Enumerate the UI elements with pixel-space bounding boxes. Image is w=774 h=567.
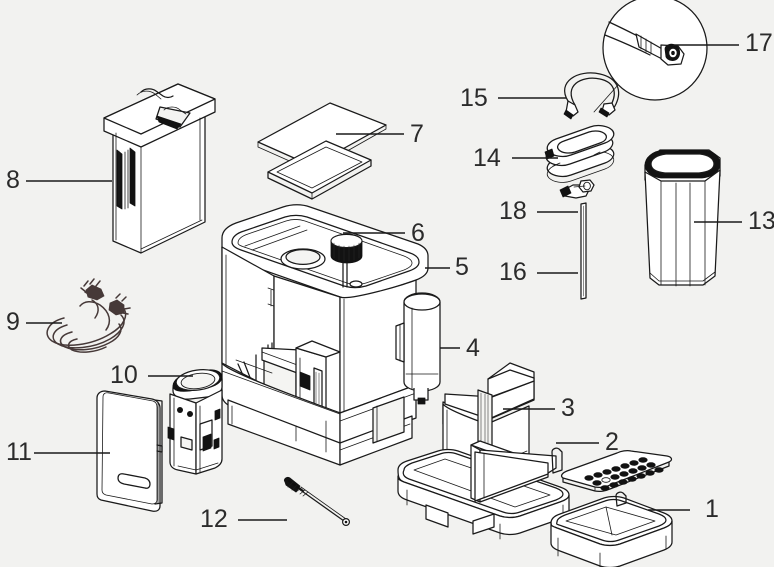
callout-number-14: 14 — [473, 144, 501, 172]
part-power-cord — [46, 278, 131, 353]
part-machine-main-body — [221, 204, 429, 466]
part-drip-tray-grid — [561, 449, 673, 493]
callout-number-8: 8 — [6, 166, 20, 194]
part-bean-hopper-lid — [257, 102, 387, 200]
part-water-hose — [563, 72, 620, 120]
part-brew-group-unit — [167, 369, 223, 475]
part-bean-hopper-container — [644, 149, 721, 287]
callout-number-3: 3 — [561, 394, 575, 422]
part-cleaning-brush — [284, 476, 351, 526]
callout-number-2: 2 — [605, 428, 619, 456]
part-drip-tray-container — [397, 440, 570, 540]
callout-number-7: 7 — [410, 120, 424, 148]
callout-number-11: 11 — [6, 438, 32, 466]
part-water-reservoir-tank — [103, 83, 216, 254]
callout-number-10: 10 — [110, 361, 138, 389]
part-drip-tray-base — [550, 491, 673, 567]
part-hose-fitting-elbow — [559, 179, 595, 199]
callout-number-5: 5 — [455, 253, 469, 281]
callout-number-13: 13 — [748, 207, 774, 235]
callout-number-16: 16 — [499, 258, 527, 286]
callout-leader-lines — [26, 44, 742, 521]
callout-number-6: 6 — [411, 219, 425, 247]
callout-number-12: 12 — [200, 505, 228, 533]
part-measuring-rod — [580, 202, 587, 300]
callout-number-1: 1 — [705, 495, 719, 523]
part-side-access-panel — [96, 390, 163, 512]
detail-magnifier-circle — [593, 0, 708, 113]
callout-number-9: 9 — [6, 308, 20, 336]
part-water-filter-holder — [544, 124, 615, 183]
callout-number-17: 17 — [745, 29, 773, 57]
callout-number-4: 4 — [466, 334, 480, 362]
callout-number-15: 15 — [460, 84, 488, 112]
part-milk-frother-unit — [395, 292, 441, 405]
callout-number-18: 18 — [499, 197, 527, 225]
